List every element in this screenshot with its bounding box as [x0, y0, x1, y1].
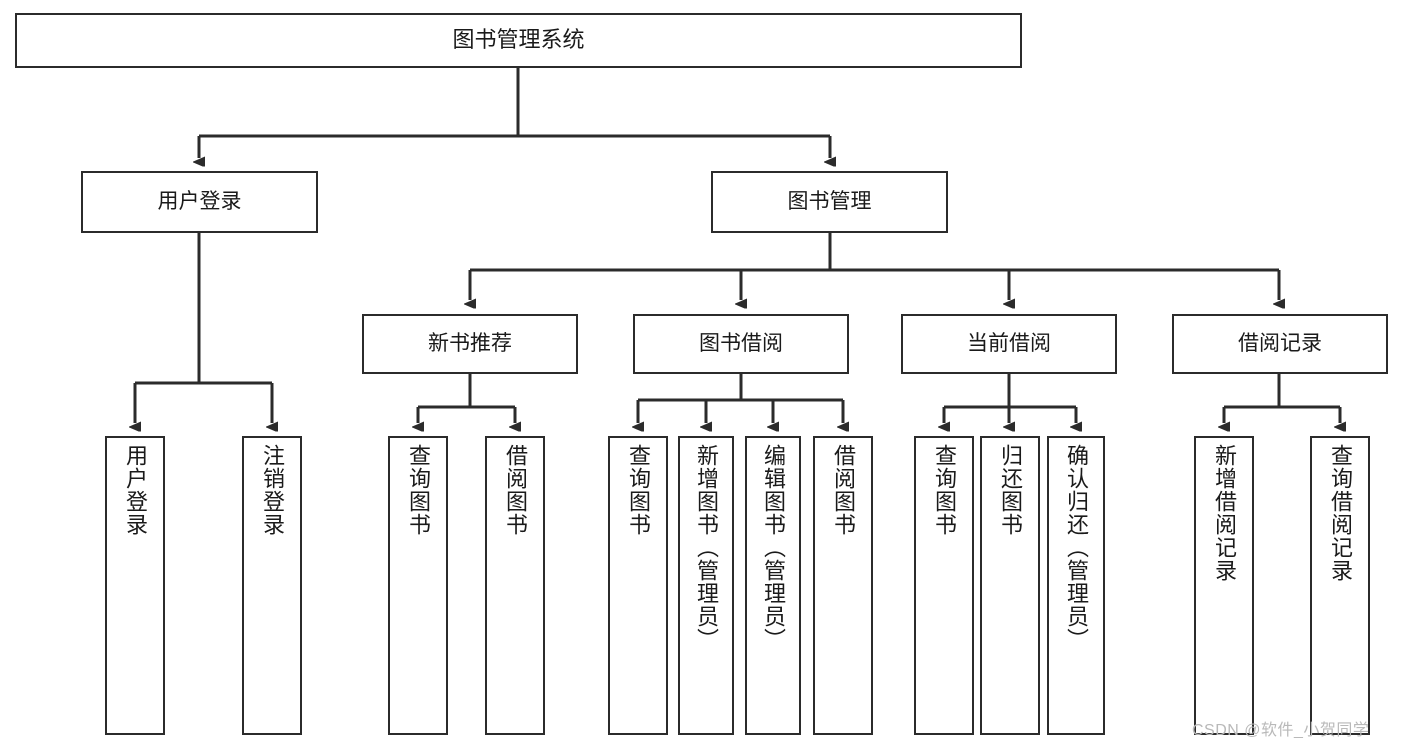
- node-label: 借阅图书: [503, 444, 528, 536]
- node-label: 查询图书: [626, 444, 651, 536]
- leaf-return-book[interactable]: 归还图书: [980, 436, 1040, 735]
- node-label: 编辑图书（管理员）: [761, 444, 786, 651]
- node-label: 图书管理: [787, 189, 872, 213]
- node-label: 归还图书: [998, 444, 1023, 536]
- node-label: 用户登录: [123, 444, 148, 536]
- node-label: 新增借阅记录: [1212, 444, 1237, 582]
- node-label: 查询图书: [932, 444, 957, 536]
- leaf-query-book-current[interactable]: 查询图书: [914, 436, 974, 735]
- leaf-borrow-book-new-recommend[interactable]: 借阅图书: [485, 436, 545, 735]
- leaf-query-book-new-recommend[interactable]: 查询图书: [388, 436, 448, 735]
- node-label: 新书推荐: [428, 331, 512, 355]
- edges-bookborrow-to-leaves: [638, 374, 843, 423]
- node-label: 图书借阅: [699, 331, 783, 355]
- node-book-borrow[interactable]: 图书借阅: [633, 314, 849, 374]
- node-label: 注销登录: [260, 444, 285, 536]
- node-label: 借阅记录: [1238, 331, 1322, 355]
- leaf-user-login[interactable]: 用户登录: [105, 436, 165, 735]
- edges-currentborrow-to-leaves: [944, 374, 1076, 423]
- edges-bookmanage-to-level3: [470, 233, 1279, 300]
- leaf-query-book-borrow[interactable]: 查询图书: [608, 436, 668, 735]
- node-label: 图书管理系统: [452, 27, 585, 53]
- leaf-query-borrow-record[interactable]: 查询借阅记录: [1310, 436, 1370, 735]
- node-book-management[interactable]: 图书管理: [711, 171, 948, 233]
- node-new-book-recommend[interactable]: 新书推荐: [362, 314, 578, 374]
- node-borrow-record[interactable]: 借阅记录: [1172, 314, 1388, 374]
- edges-root-to-level2: [199, 68, 830, 158]
- node-label: 查询图书: [406, 444, 431, 536]
- node-label: 确认归还（管理员）: [1064, 444, 1089, 651]
- node-user-login[interactable]: 用户登录: [81, 171, 318, 233]
- node-root-book-management-system[interactable]: 图书管理系统: [15, 13, 1022, 68]
- edges-userlogin-to-leaves: [135, 233, 272, 423]
- leaf-logout-login[interactable]: 注销登录: [242, 436, 302, 735]
- node-label: 新增图书（管理员）: [694, 444, 719, 651]
- leaf-edit-book-admin[interactable]: 编辑图书（管理员）: [745, 436, 801, 735]
- leaf-borrow-book[interactable]: 借阅图书: [813, 436, 873, 735]
- node-label: 当前借阅: [967, 331, 1051, 355]
- csdn-watermark: CSDN @软件_小贺同学: [1192, 722, 1370, 739]
- node-label: 用户登录: [157, 189, 242, 213]
- node-label: 查询借阅记录: [1328, 444, 1353, 582]
- edges-newbook-to-leaves: [418, 374, 515, 423]
- edges-borrowrecord-to-leaves: [1224, 374, 1340, 423]
- leaf-confirm-return-admin[interactable]: 确认归还（管理员）: [1047, 436, 1105, 735]
- leaf-add-borrow-record[interactable]: 新增借阅记录: [1194, 436, 1254, 735]
- node-label: 借阅图书: [831, 444, 856, 536]
- node-current-borrow[interactable]: 当前借阅: [901, 314, 1117, 374]
- leaf-add-book-admin[interactable]: 新增图书（管理员）: [678, 436, 734, 735]
